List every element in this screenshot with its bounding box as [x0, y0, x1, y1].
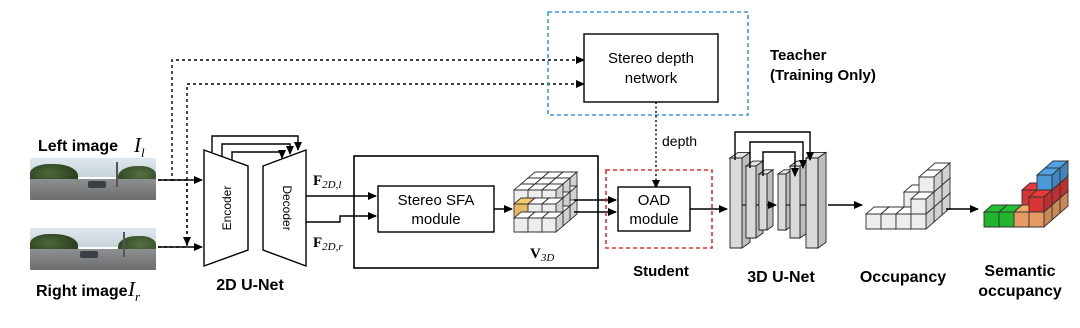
voxel-front — [513, 217, 529, 233]
stereo-depth-network — [583, 33, 719, 103]
voxel-front — [1028, 196, 1045, 213]
encoder-block — [203, 149, 249, 267]
depth-label: depth — [662, 133, 697, 149]
teacher-region — [547, 11, 749, 116]
voxel-front — [527, 217, 543, 233]
right-image-symbol: Ir — [127, 277, 141, 304]
right-image-thumbnail — [30, 228, 156, 270]
unet2d-label: 2D U-Net — [216, 277, 284, 294]
left-image-label: Left image — [38, 138, 118, 155]
stereo-sfa-module — [377, 185, 495, 233]
feature-left-symbol: F2D,l — [313, 173, 341, 191]
semantic-label-line1: Semantic — [984, 263, 1055, 280]
unet3d-slab-front — [789, 165, 801, 239]
voxel-front — [910, 213, 927, 230]
oad-label-line2: module — [629, 211, 678, 228]
volume-to-oad-arrows — [574, 196, 617, 216]
voxel-volume — [512, 171, 579, 233]
voxel-front — [910, 198, 927, 215]
sfa-label-line1: Stereo SFA — [398, 192, 475, 209]
voxel-front — [983, 211, 1000, 228]
unet3d-slab-front — [729, 157, 743, 249]
voxel-front — [865, 213, 882, 230]
decoder-block — [262, 148, 307, 268]
student-region — [605, 169, 713, 249]
unet3d-label: 3D U-Net — [747, 269, 815, 286]
volume-symbol: V3D — [530, 246, 554, 264]
decoder-to-sfa-arrows — [306, 192, 377, 223]
voxel-front — [880, 213, 897, 230]
feature-right-symbol: F2D,r — [313, 235, 343, 253]
voxel-front — [1013, 211, 1030, 228]
oad-module — [617, 186, 691, 232]
unet3d-slab-front — [745, 165, 757, 239]
voxel-front — [541, 217, 557, 233]
teacher-feed-arrows-secondary — [172, 179, 191, 246]
stereo-depth-label-line2: network — [625, 70, 678, 87]
left-image-thumbnail — [30, 158, 156, 200]
unet3d-slab-side — [817, 151, 827, 249]
student-label: Student — [633, 263, 689, 280]
voxel-front — [918, 176, 935, 193]
unet2d-skip-connections — [211, 135, 302, 160]
teacher-title: Teacher — [770, 47, 827, 64]
encoder-label: Encoder — [220, 186, 234, 231]
voxel-front — [998, 211, 1015, 228]
occupancy-label: Occupancy — [860, 269, 946, 286]
voxel-front — [1028, 211, 1045, 228]
voxel-front — [895, 213, 912, 230]
unet3d-slab-side — [766, 168, 774, 231]
unet3d-slab-front — [777, 173, 787, 231]
image-to-encoder-arrows — [158, 176, 203, 251]
occupancy-voxels — [864, 162, 952, 230]
stereo-depth-label-line1: Stereo depth — [608, 50, 694, 67]
oad-label-line1: OAD — [638, 192, 671, 209]
unet3d-block — [728, 151, 828, 249]
unet3d-slab-front — [758, 173, 768, 231]
decoder-label: Decoder — [280, 185, 294, 230]
semantic-occupancy-voxels — [982, 160, 1070, 228]
left-image-symbol: Il — [133, 133, 145, 160]
unet3d-skip-connections — [734, 131, 814, 177]
right-image-label: Right image — [36, 283, 128, 300]
unet3d-slab-front — [805, 157, 819, 249]
semantic-label-line2: occupancy — [978, 283, 1062, 300]
voxel-front — [1036, 174, 1053, 191]
sfa-label-line2: module — [411, 211, 460, 228]
teacher-subtitle: (Training Only) — [770, 67, 876, 84]
